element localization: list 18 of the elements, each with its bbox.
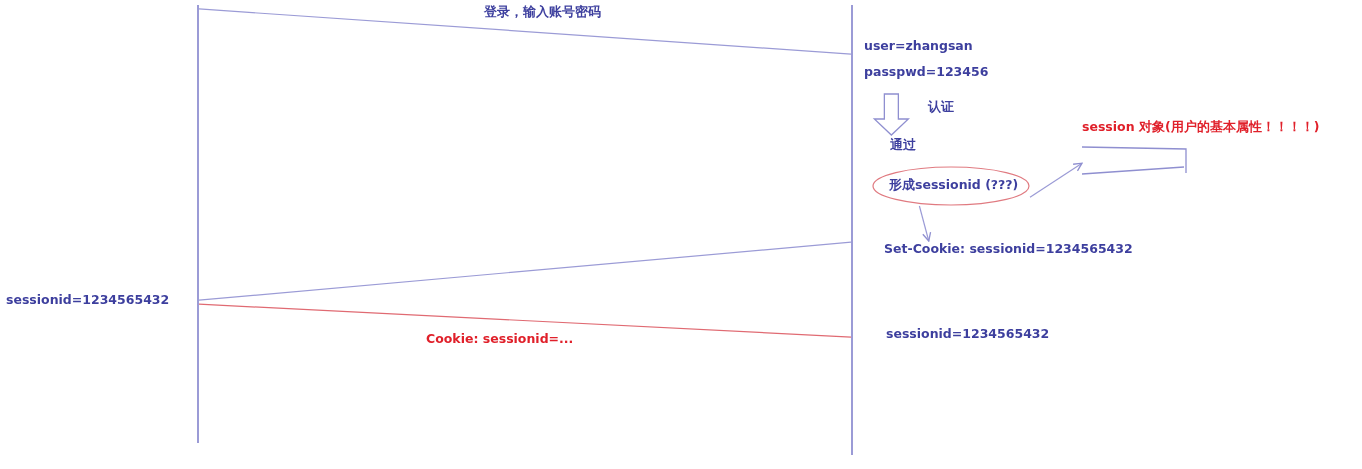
edge-label: 认证 <box>926 99 956 115</box>
lifeline <box>851 5 853 455</box>
value-text: sessionid=1234565432 <box>886 326 1050 342</box>
edge-label: 登录，输入账号密码 <box>482 4 603 20</box>
status-text: 通过 <box>890 137 916 153</box>
arrow <box>918 205 932 242</box>
value-text: Set-Cookie: sessionid=1234565432 <box>884 241 1133 257</box>
arrow <box>1029 162 1083 198</box>
message-line <box>198 241 852 301</box>
step-text: 形成sessionid (???) <box>889 177 1019 193</box>
message-line <box>198 303 852 338</box>
object-heading: session 对象(用户的基本属性！！！！) <box>1082 119 1320 135</box>
value-text: sessionid=1234565432 <box>6 292 170 308</box>
lifeline <box>197 5 199 443</box>
message-line <box>198 8 852 55</box>
credential-text: user=zhangsan <box>864 38 974 54</box>
credential-text: passpwd=123456 <box>864 64 989 80</box>
block-arrow <box>872 93 910 136</box>
